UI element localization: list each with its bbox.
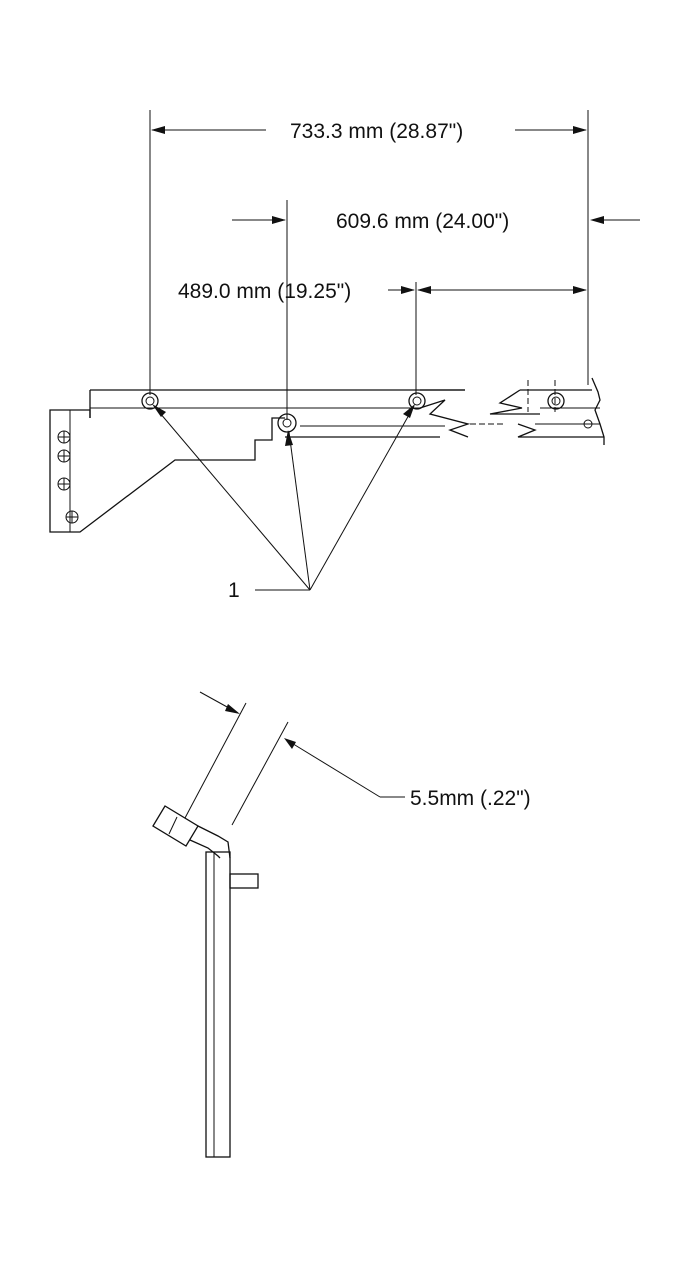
rail-bracket	[49, 377, 605, 533]
fastener-4	[547, 392, 565, 410]
middle-dimension-label: 609.6 mm (24.00")	[336, 210, 509, 233]
overall-dimension-label: 733.3 mm (28.87")	[290, 120, 463, 143]
overall-dimension: 733.3 mm (28.87")	[151, 120, 587, 143]
fastener-3	[408, 392, 426, 410]
callout-1: 1	[152, 404, 415, 602]
plate-holes	[57, 430, 79, 524]
gap-dimension-label: 5.5mm (.22")	[410, 787, 531, 810]
fastener-1	[141, 392, 159, 410]
dimension-lines: 733.3 mm (28.87") 609.6 mm (24.00") 489.…	[149, 110, 640, 420]
inner-dimension: 489.0 mm (19.25")	[178, 280, 587, 303]
middle-dimension: 609.6 mm (24.00")	[232, 210, 640, 233]
fastener-2	[277, 413, 297, 433]
inner-dimension-label: 489.0 mm (19.25")	[178, 280, 351, 303]
side-view: 5.5mm (.22")	[152, 691, 531, 1158]
fasteners	[141, 392, 593, 433]
callout-1-label: 1	[228, 579, 240, 602]
